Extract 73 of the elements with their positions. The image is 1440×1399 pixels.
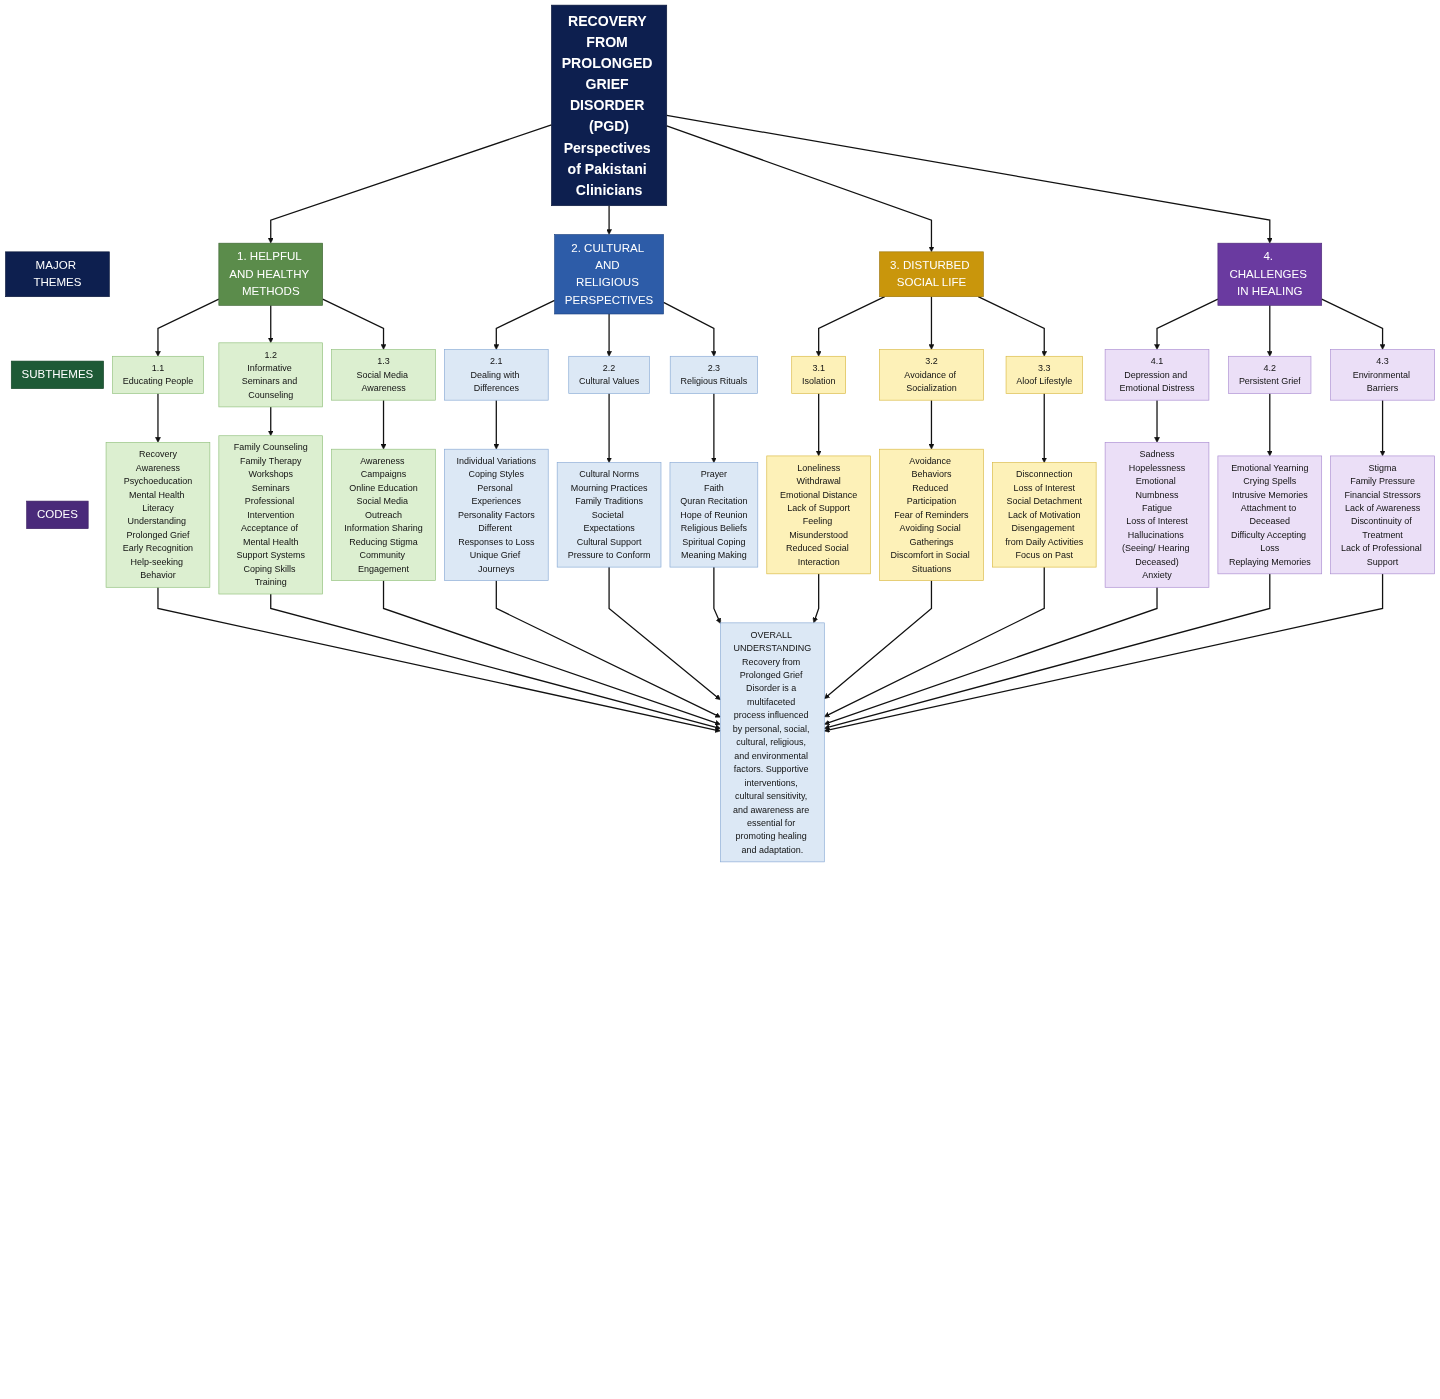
arrow [666,125,935,253]
arrow [815,296,886,357]
arrow [155,298,220,357]
node-box: Sadness Hopelessness Emotional Numbness Fatigue Loss of Interest Hallucinations (Seeing/ Hearing Deceased) Anxiety [1104,442,1210,588]
node-box: Emotional Yearning Crying Spells Intrusive Memories Attachment to Deceased Difficulty Accepting Loss Replaying Memories [1217,455,1322,575]
arrow [606,205,612,235]
arrow [812,573,820,624]
arrow [495,579,721,718]
arrow [493,299,556,350]
node-box: OVERALL UNDERSTANDING Recovery from Prolonged Grief Disorder is a multifaceted process influenced by personal, social, cultural, religious, and environmental factors. Supportive interventions, cultural sensitivity, and awareness are essential for promoting healing and adaptation. [720,622,825,863]
node-box: Cultural Norms Mourning Practices Family Traditions Societal Expectations Cultural Support Pressure to Conform [556,462,662,568]
arrow [270,593,721,730]
node-box: 1.2 Informative Seminars and Counseling [218,342,323,408]
node-box: 4.2 Persistent Grief [1228,355,1312,394]
arrow [824,573,1384,733]
node-box: 3. DISTURBED SOCIAL LIFE [879,251,984,297]
node-box: Stigma Family Pressure Financial Stressors Lack of Awareness Discontinuity of Treatment Lack of Professional Support [1330,455,1435,575]
node-box: Loneliness Withdrawal Emotional Distance Lack of Support Feeling Misunderstood Reduced Social Interaction [766,455,871,575]
arrow [606,313,612,357]
node-box: Family Counseling Family Therapy Workshops Seminars Professional Intervention Acceptance of Mental Health Support Systems Coping Skills Training [218,435,323,595]
arrow [711,392,717,463]
node-box: 2.2 Cultural Values [568,355,650,394]
node-box: 2.1 Dealing with Differences [444,349,549,401]
node-box: RECOVERY FROM PROLONGED GRIEF DISORDER (PGD) Perspectives of Pakistani Clinicians [551,4,668,206]
arrow [824,579,933,699]
node-box: Awareness Campaigns Online Education Social Media Outreach Information Sharing Reducing Stigma Community Engagement [331,448,436,581]
arrow [382,579,721,726]
arrow [1041,392,1048,463]
node-box: 1.1 Educating People [112,355,204,394]
arrow [322,298,387,350]
arrow [606,392,612,463]
node-box: 3.2 Avoidance of Socialization [879,349,984,401]
node-box: Disconnection Loss of Interest Social Detachment Lack of Motivation Disengagement from Daily Activities Focus on Past [992,462,1097,568]
arrow [380,399,387,450]
arrow [1379,399,1386,457]
arrow [977,296,1048,357]
arrow [267,124,553,244]
node-box: 3.1 Isolation [791,355,846,394]
arrow [1321,298,1386,350]
arrow [928,399,935,450]
node-box: SUBTHEMES [10,360,104,389]
node-box: Recovery Awareness Psychoeducation Mental Health Literacy Understanding Prolonged Grief Early Recognition Help-seeking Behavior [105,442,211,588]
arrow [815,392,822,457]
node-box: 2.3 Religious Rituals [669,355,758,394]
node-box: Avoidance Behaviors Reduced Participation Fear of Reminders Avoiding Social Gatherings Discomfort in Social Situations [879,448,984,581]
arrow [1154,298,1219,350]
node-box: 4.1 Depression and Emotional Distress [1104,349,1210,401]
arrow [1267,304,1273,357]
node-box: Individual Variations Coping Styles Personal Experiences Personality Factors Different Responses to Loss Unique Grief Journeys [444,448,549,581]
arrow [493,399,500,450]
node-box: Prayer Faith Quran Recitation Hope of Reunion Religious Beliefs Spiritual Coping Meaning Making [669,462,759,568]
arrow [608,566,721,701]
node-box: MAJOR THEMES [5,251,110,297]
arrow [928,296,935,350]
arrow [824,573,1271,730]
arrow [1154,399,1160,443]
arrow [666,114,1273,244]
arrow [824,586,1158,726]
node-box: 3.3 Aloof Lifestyle [1005,355,1083,394]
node-box: CODES [26,500,89,529]
arrow [662,301,717,357]
arrow [155,392,161,443]
node-box: 1.3 Social Media Awareness [331,349,436,401]
arrow [1267,392,1273,457]
node-box: 4. CHALLENGES IN HEALING [1217,242,1322,306]
node-box: 1. HELPFUL AND HEALTHY METHODS [218,242,323,306]
node-box: 4.3 Environmental Barriers [1330,349,1435,401]
arrow [824,566,1045,718]
node-box: 2. CULTURAL AND RELIGIOUS PERSPECTIVES [554,234,664,315]
arrow [157,586,721,733]
arrow [267,304,274,344]
arrow [267,406,274,436]
arrow [713,566,722,624]
